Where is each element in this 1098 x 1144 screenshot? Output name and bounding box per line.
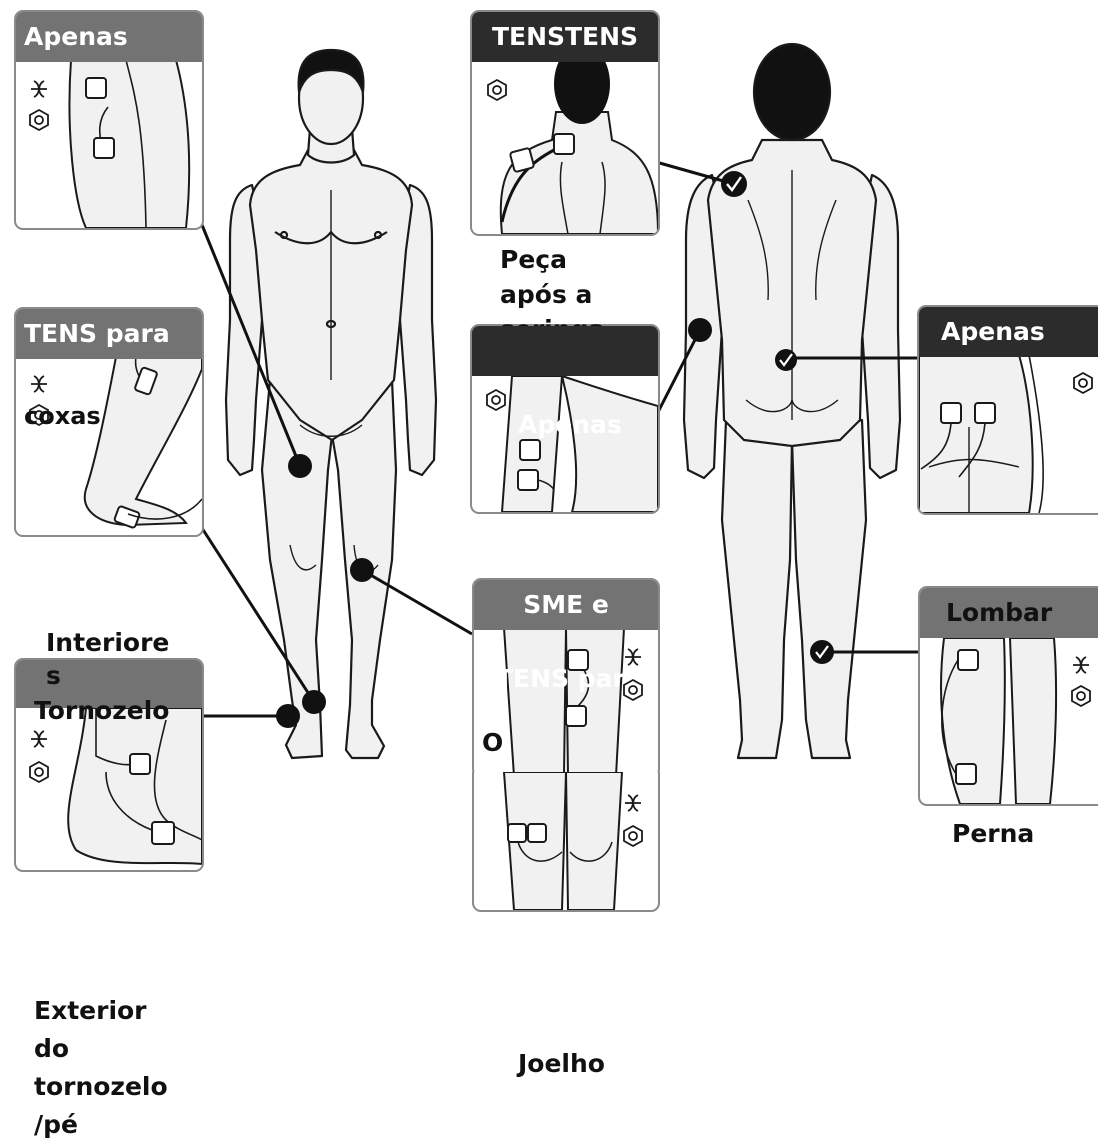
arm-panel-title: [472, 326, 658, 376]
outer-ankle-panel-title: TENS para: [16, 309, 202, 359]
hexagon-target-icon: [485, 78, 509, 102]
shoulder-panel: TENSTENS: [470, 10, 660, 236]
inner-ankle-panel-title: Tornozelo: [16, 686, 202, 736]
front-outer-ankle-marker: [302, 690, 326, 714]
front-body-figure: [226, 50, 436, 758]
buttock-panel-title: Apenas: [919, 307, 1098, 357]
buttock-panel: Apenas: [917, 305, 1098, 515]
outer-ankle-panel-overlay: coxas: [24, 401, 101, 431]
back-lower-back-marker: [775, 349, 797, 371]
knee-front-overlay-1: TENS par: [496, 664, 625, 694]
outer-ankle-panel: TENS para coxas: [14, 307, 204, 537]
outer-ankle-caption: Exterior do tornozelo /pé: [34, 992, 168, 1144]
hexagon-target-icon: [484, 388, 508, 412]
knee-back-panel: [472, 772, 660, 912]
wave-electrode-icon: [1070, 654, 1092, 676]
inner-ankle-panel: Tornozelo: [14, 658, 204, 872]
knee-front-panel-title: SME e: [474, 580, 658, 630]
back-shoulder-marker: [721, 171, 747, 197]
thigh-panel: Apenas: [14, 10, 204, 230]
calf-panel-title: Lombar: [920, 588, 1098, 638]
hexagon-target-icon: [27, 760, 51, 784]
front-inner-ankle-marker: [276, 704, 300, 728]
inner-ankle-caption: Interiore s: [46, 626, 169, 692]
wave-electrode-icon: [622, 646, 644, 668]
shoulder-caption: Peça após a seringa: [500, 242, 605, 326]
hexagon-target-icon: [1069, 684, 1093, 708]
back-arm-marker: [688, 318, 712, 342]
arm-panel: Apenas: [470, 324, 660, 514]
wave-electrode-icon: [28, 373, 50, 395]
shoulder-panel-title: TENSTENS: [472, 12, 658, 62]
hexagon-target-icon: [27, 108, 51, 132]
front-thigh-marker: [288, 454, 312, 478]
front-knee-marker: [350, 558, 374, 582]
knee-front-overlay-2: O: [482, 728, 503, 758]
arm-panel-overlay: Apenas: [518, 410, 622, 440]
calf-caption: Perna: [952, 818, 1034, 850]
calf-panel: Lombar: [918, 586, 1098, 806]
hexagon-target-icon: [1071, 371, 1095, 395]
back-calf-marker: [810, 640, 834, 664]
knee-front-panel: SME e TENS par O: [472, 578, 660, 778]
wave-electrode-icon: [28, 78, 50, 100]
thigh-panel-title: Apenas: [16, 12, 202, 62]
wave-electrode-icon: [622, 792, 644, 814]
knee-caption: Joelho: [518, 1048, 605, 1080]
hexagon-target-icon: [621, 824, 645, 848]
